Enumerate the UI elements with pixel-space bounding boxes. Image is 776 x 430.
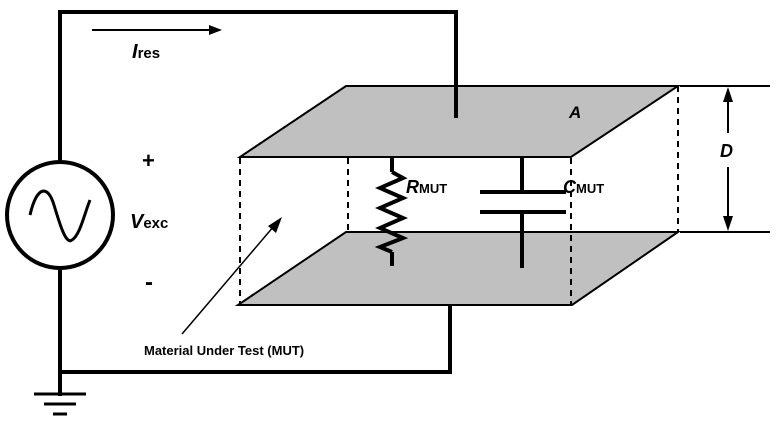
current-arrow-icon — [92, 25, 222, 35]
resistor-icon — [374, 158, 409, 266]
distance-dimension — [680, 85, 770, 233]
capacitor-icon — [480, 158, 566, 268]
circuit-wires — [58, 10, 458, 396]
material-label: Material Under Test (MUT) — [144, 343, 304, 358]
ac-source-icon — [5, 160, 115, 270]
area-label: A — [568, 103, 581, 122]
distance-arrow-up-icon — [723, 87, 733, 102]
current-label: Ires — [132, 41, 160, 63]
voltage-label: Vexc — [130, 211, 168, 233]
plus-label: + — [142, 148, 155, 173]
bottom-wire — [58, 266, 452, 374]
top-wire — [58, 10, 458, 165]
bottom-plate — [234, 231, 682, 306]
distance-label: D — [720, 141, 733, 161]
ground-icon — [34, 392, 86, 416]
mut-pointer-arrow-icon — [181, 217, 282, 335]
top-plate — [236, 85, 682, 158]
distance-arrow-down-icon — [723, 216, 733, 231]
resistor-label: RMUT — [406, 177, 447, 197]
capacitor-label: CMUT — [563, 177, 604, 197]
minus-label: - — [145, 269, 153, 296]
mut-volume-edges — [239, 86, 679, 305]
